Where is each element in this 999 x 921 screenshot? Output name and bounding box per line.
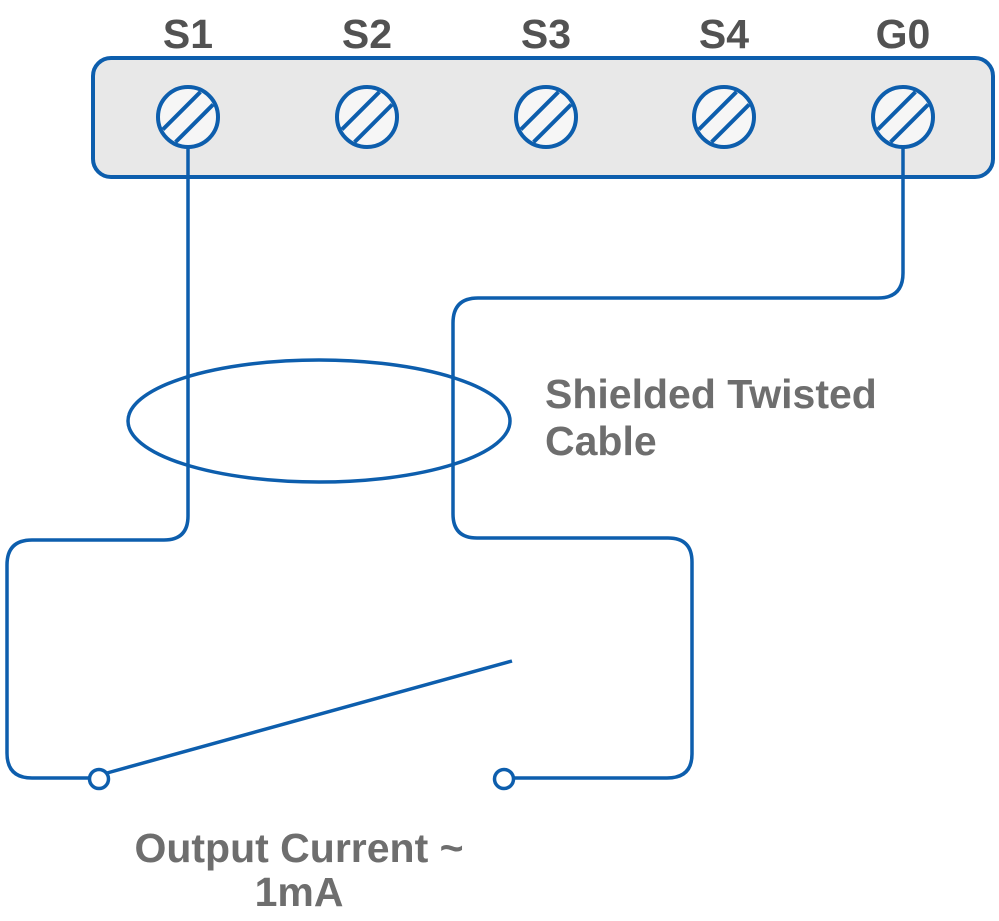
output-current-label: Output Current ~ 1mA bbox=[134, 825, 463, 915]
output-current-label-line1: Output Current ~ bbox=[134, 825, 463, 871]
switch-blade bbox=[106, 659, 513, 775]
switch-contact-left bbox=[87, 767, 111, 791]
cable-label: Shielded Twisted Cable bbox=[545, 371, 877, 464]
terminal-label-s4: S4 bbox=[699, 11, 749, 57]
wire-g0-to-switch bbox=[451, 147, 905, 780]
output-switch bbox=[87, 659, 516, 791]
cable-label-line2: Cable bbox=[545, 418, 657, 464]
wire-s1-to-switch bbox=[5, 147, 190, 780]
terminal-label-s1: S1 bbox=[163, 11, 213, 57]
terminal-label-g0: G0 bbox=[876, 11, 931, 57]
screw-terminal-s3 bbox=[514, 85, 578, 149]
output-current-label-line2: 1mA bbox=[255, 869, 344, 915]
screw-terminal-s1 bbox=[156, 85, 220, 149]
switch-contact-right bbox=[492, 767, 516, 791]
cable-label-line1: Shielded Twisted bbox=[545, 371, 877, 417]
terminal-label-s3: S3 bbox=[521, 11, 571, 57]
twisted-cable-loop bbox=[126, 358, 512, 484]
screw-terminal-s4 bbox=[692, 85, 756, 149]
screw-terminal-g0 bbox=[871, 85, 935, 149]
terminal-label-s2: S2 bbox=[342, 11, 392, 57]
screw-terminal-s2 bbox=[335, 85, 399, 149]
